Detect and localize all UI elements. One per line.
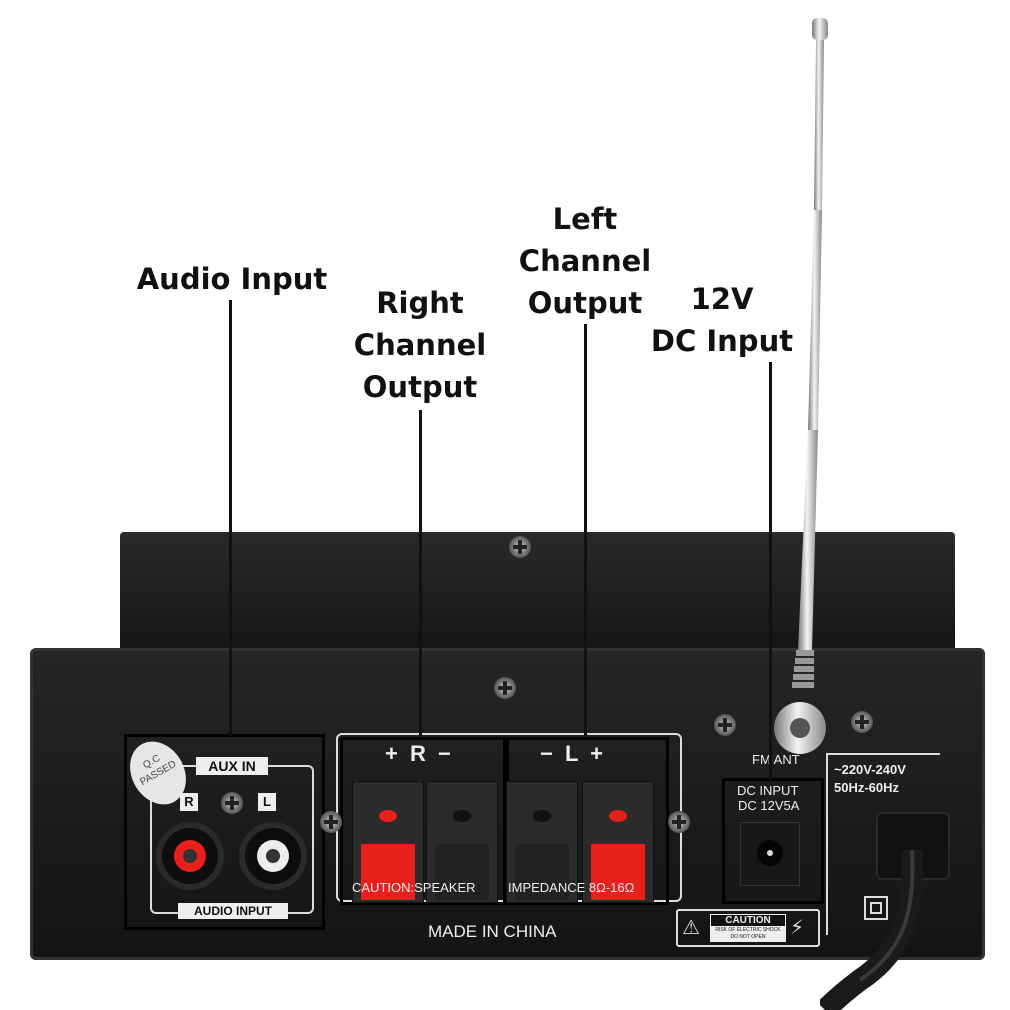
ac-voltage-label: ~220V-240V	[834, 762, 906, 777]
callout-line: DC Input	[650, 324, 794, 358]
rca-l-label: L	[258, 793, 276, 811]
right-polarity-label: + R −	[385, 741, 451, 766]
warning-triangle-icon: ⚠	[682, 915, 700, 939]
right-positive-terminal[interactable]	[352, 781, 424, 903]
callout-audio-input: Audio Input	[136, 262, 328, 296]
callout-line: Output	[362, 370, 478, 404]
callout-line: Channel	[518, 244, 652, 278]
left-negative-terminal[interactable]	[506, 781, 578, 903]
rca-jack-right[interactable]	[162, 828, 218, 884]
aux-in-label: AUX IN	[196, 757, 268, 775]
ac-frequency-label: 50Hz-60Hz	[834, 780, 900, 795]
impedance-text: IMPEDANCE 8Ω-16Ω	[508, 880, 635, 895]
ac-power-socket[interactable]	[876, 812, 950, 880]
screw-icon	[494, 677, 516, 699]
electric-shock-icon: ⚡	[790, 915, 805, 939]
screw-icon	[714, 714, 736, 736]
dc-rating-label: DC 12V5A	[738, 798, 800, 813]
callout-line: Channel	[353, 328, 487, 362]
fm-ant-label: FM ANT	[752, 752, 800, 767]
rca-jack-left[interactable]	[245, 828, 301, 884]
dc-input-label: DC INPUT	[737, 783, 799, 798]
made-in-china-text: MADE IN CHINA	[428, 922, 557, 941]
dc-input-section	[722, 778, 824, 904]
ac-input-section	[826, 753, 940, 935]
screw-icon	[509, 536, 531, 558]
screw-icon	[320, 811, 342, 833]
fm-antenna[interactable]	[760, 10, 850, 770]
caution-title: CAUTION	[711, 915, 785, 926]
leader-line-dc-input	[769, 362, 772, 780]
leader-line-right-output	[419, 410, 422, 736]
rca-r-label: R	[180, 793, 198, 811]
audio-input-label: AUDIO INPUT	[178, 903, 288, 919]
callout-right-output: Right Channel Output	[354, 282, 486, 408]
callout-left-output: Left Channel Output	[519, 198, 651, 324]
left-polarity-label: − L +	[540, 741, 603, 766]
caution-speaker-text: CAUTION:SPEAKER	[352, 880, 476, 895]
callout-line: Right	[376, 286, 464, 320]
callout-line: 12V	[690, 282, 754, 316]
screw-icon	[668, 811, 690, 833]
amplifier-top-cover	[120, 532, 955, 652]
left-positive-terminal[interactable]	[582, 781, 654, 903]
dc-jack[interactable]	[740, 822, 800, 886]
leader-line-left-output	[584, 324, 587, 736]
caution-text-box: CAUTION RISK OF ELECTRIC SHOCK DO NOT OP…	[710, 914, 786, 942]
caution-label: ⚠ ⚡ CAUTION RISK OF ELECTRIC SHOCK DO NO…	[676, 909, 820, 947]
callout-dc-input: 12V DC Input	[651, 278, 793, 362]
callout-line: Left	[552, 202, 618, 236]
aux-input-section	[124, 734, 325, 930]
callout-line: Output	[527, 286, 643, 320]
right-negative-terminal[interactable]	[426, 781, 498, 903]
caution-text-2: DO NOT OPEN	[730, 934, 766, 940]
screw-icon	[221, 792, 243, 814]
screw-icon	[851, 711, 873, 733]
double-insulation-icon	[864, 896, 888, 920]
power-cord	[820, 849, 924, 1010]
caution-text-1: RISK OF ELECTRIC SHOCK	[715, 927, 781, 933]
leader-line-audio-input	[229, 300, 232, 736]
